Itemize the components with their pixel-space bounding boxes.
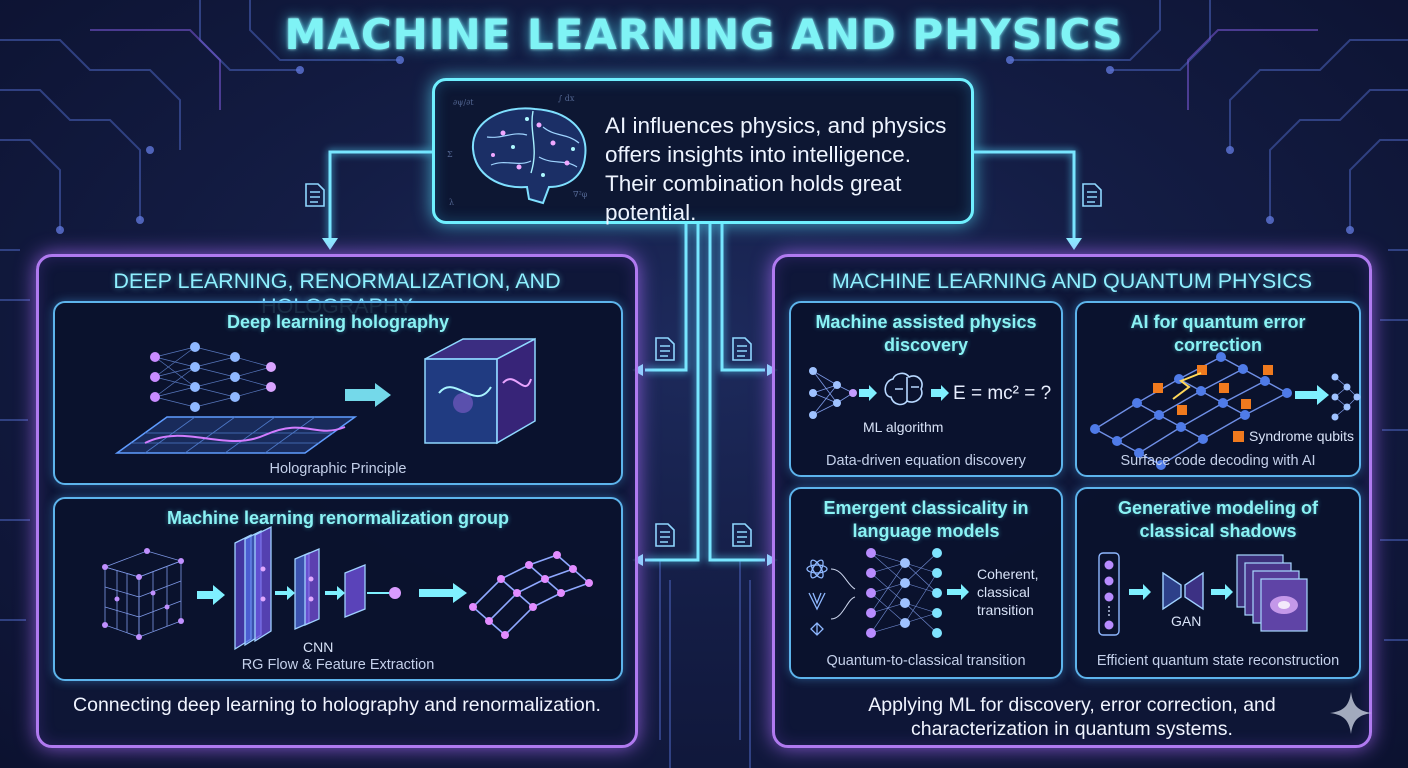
card-caption: Holographic Principle	[269, 461, 407, 477]
svg-text:∇²φ: ∇²φ	[573, 190, 588, 199]
card-emergent-classicality: Emergent classicality in language models	[789, 487, 1063, 679]
right-panel-title: MACHINE LEARNING AND QUANTUM PHYSICS	[831, 269, 1313, 293]
left-panel-footer: Connecting deep learning to holography a…	[73, 694, 601, 716]
card-title: Deep learning holography	[226, 312, 450, 332]
card-generative-modeling: Generative modeling of classical shadows…	[1075, 487, 1361, 679]
svg-text:∫ dx: ∫ dx	[558, 94, 575, 103]
surface-code-illustration	[1090, 352, 1361, 470]
svg-text:λ: λ	[449, 198, 454, 207]
renormalization-illustration	[102, 525, 593, 651]
right-panel: MACHINE LEARNING AND QUANTUM PHYSICS Mac…	[772, 254, 1372, 748]
holography-illustration	[114, 337, 536, 454]
svg-text:Σ: Σ	[447, 150, 453, 159]
intro-text: AI influences physics, and physics offer…	[605, 113, 947, 225]
card-deep-learning-holography: Deep learning holography	[53, 301, 623, 485]
card-title: Machine learning renormalization group	[166, 508, 510, 528]
card-quantum-error-correction: AI for quantum error correction	[1075, 301, 1361, 477]
card-caption: RG Flow & Feature Extraction	[241, 657, 435, 673]
right-panel-footer: Applying ML for discovery, error correct…	[868, 694, 1276, 740]
gan-label: GAN	[1171, 613, 1202, 629]
card-caption: Data-driven equation discovery	[826, 453, 1026, 469]
card-caption: Quantum-to-classical transition	[826, 653, 1026, 669]
card-title: Machine assisted physics discovery	[815, 312, 1037, 355]
intro-box: ∂ψ/∂t ∫ dx Σ ∇²φ λ AI influences physics, a…	[432, 78, 974, 225]
ml-algorithm-label: ML algorithm	[863, 419, 944, 435]
svg-text:∂ψ/∂t: ∂ψ/∂t	[453, 98, 474, 107]
brain-icon	[884, 372, 923, 406]
discovery-illustration	[809, 367, 949, 419]
brain-icon: ∂ψ/∂t ∫ dx Σ ∇²φ λ	[447, 94, 588, 207]
card-ml-renormalization-group: Machine learning renormalization group	[53, 497, 623, 681]
syndrome-legend-swatch	[1233, 431, 1244, 442]
card-caption: Surface code decoding with AI	[1120, 453, 1316, 469]
card-title: Generative modeling of classical shadows	[1117, 498, 1319, 541]
syndrome-legend-label: Syndrome qubits	[1249, 428, 1355, 444]
left-panel: DEEP LEARNING, RENORMALIZATION, AND HOLO…	[36, 254, 638, 748]
gan-illustration	[1098, 552, 1308, 636]
card-title: Emergent classicality in language models	[823, 498, 1029, 541]
cnn-label: CNN	[303, 639, 334, 655]
card-title: AI for quantum error correction	[1130, 312, 1306, 355]
formula: E = mc² = ?	[953, 383, 1052, 404]
page-title: MACHINE LEARNING AND PHYSICS	[284, 10, 1124, 59]
classicality-illustration	[806, 548, 969, 638]
sparkle-icon	[1330, 692, 1372, 734]
output-label: Coherent, classical transition	[977, 566, 1039, 618]
card-caption: Efficient quantum state reconstruction	[1096, 653, 1340, 669]
card-physics-discovery: Machine assisted physics discovery E = m…	[789, 301, 1063, 477]
